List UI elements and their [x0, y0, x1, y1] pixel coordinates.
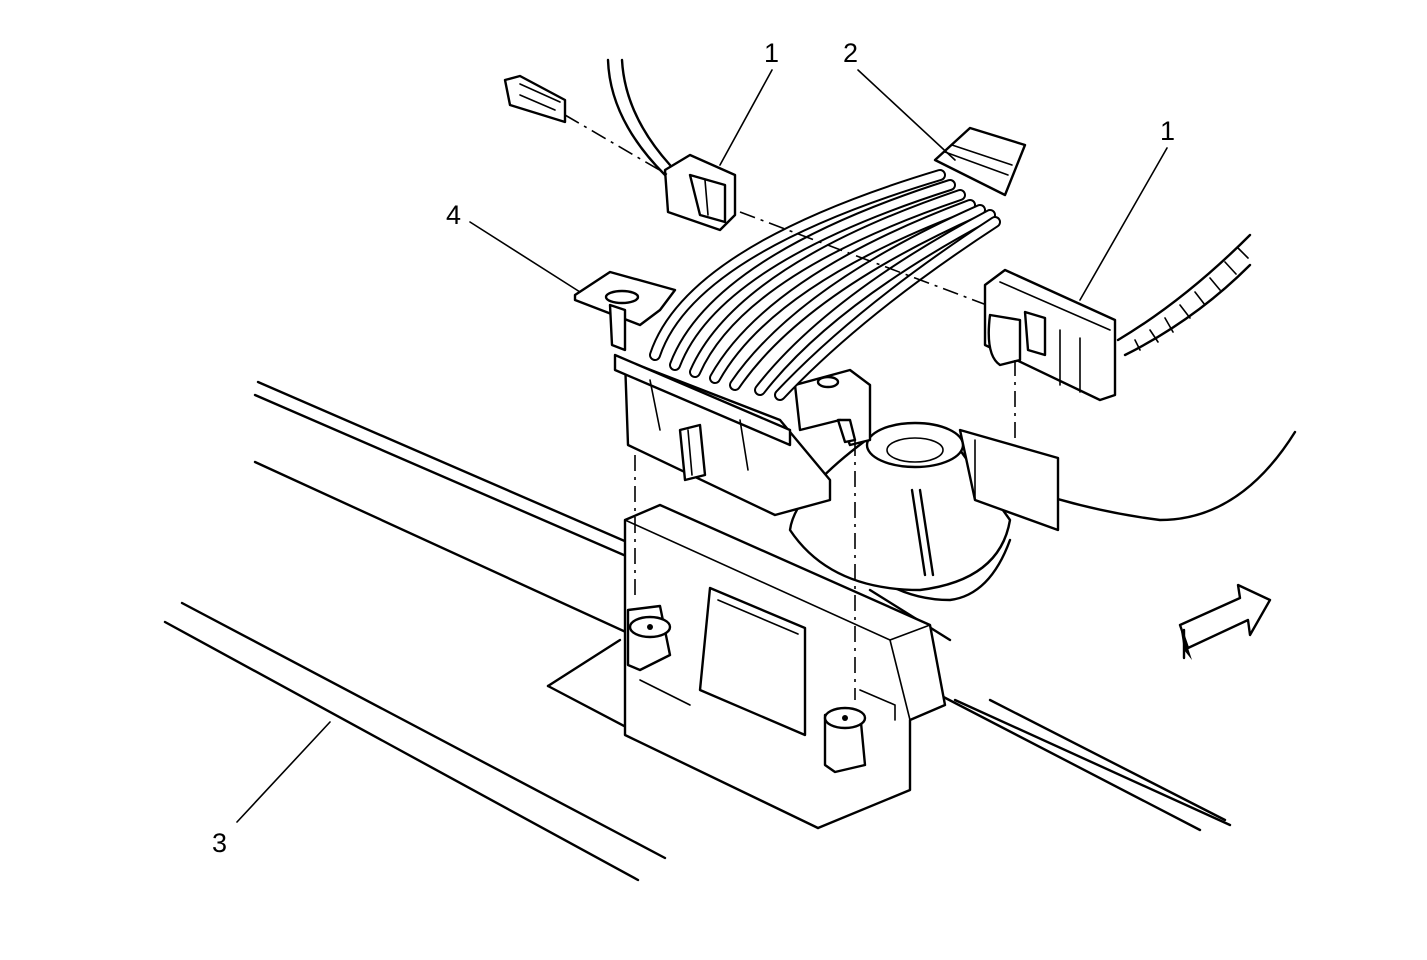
- module-mount: [623, 503, 947, 830]
- wiring-harness: [649, 126, 1027, 401]
- bracket: [573, 270, 677, 352]
- forward-arrow-icon: [1178, 583, 1272, 660]
- main-connector: [613, 353, 872, 517]
- shifter-boot: [788, 421, 1012, 592]
- connector-left: [503, 58, 1001, 311]
- callout-1-left: 1: [764, 38, 779, 68]
- callout-4: 4: [446, 200, 461, 230]
- callouts: 1 2 3 4 1: [212, 38, 1175, 858]
- leader-lines: [236, 69, 1168, 823]
- retainer-flap: [958, 428, 1060, 532]
- callout-3: 3: [212, 828, 227, 858]
- callout-1-right: 1: [1160, 116, 1175, 146]
- callout-2: 2: [843, 38, 858, 68]
- connector-right: [983, 233, 1252, 440]
- alignment-guides: [634, 440, 856, 700]
